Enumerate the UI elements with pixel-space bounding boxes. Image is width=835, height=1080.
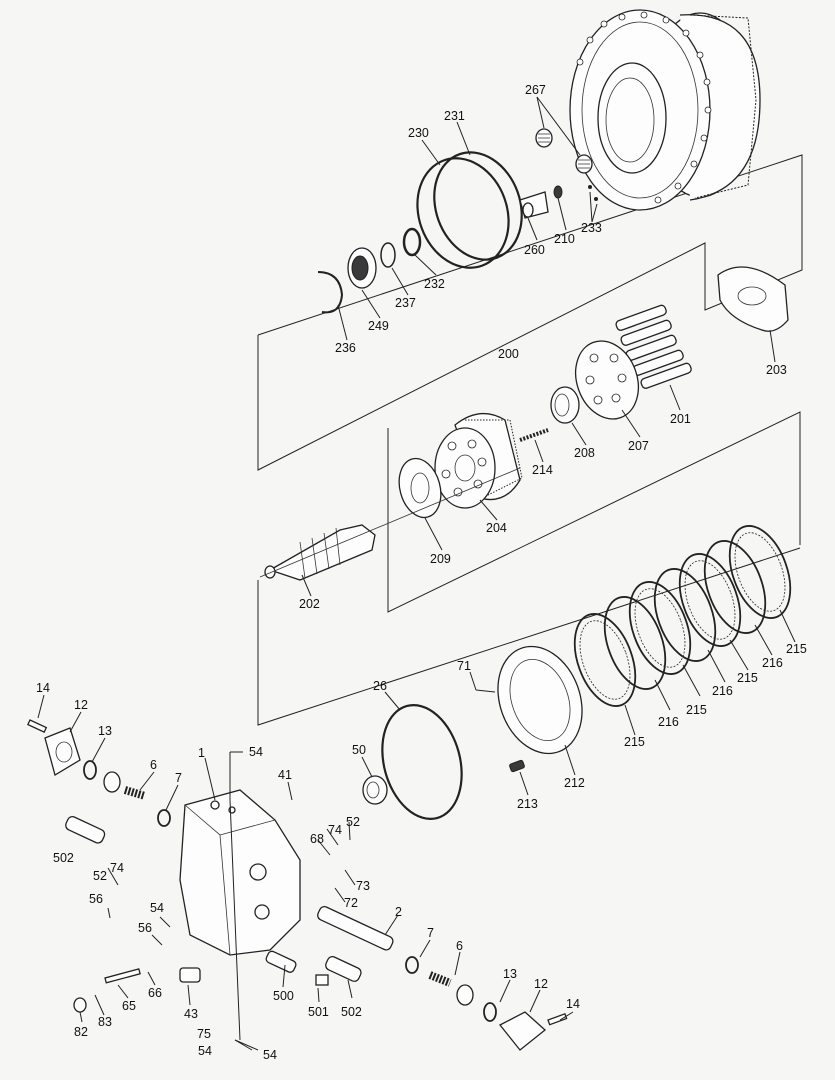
leader-lines [37, 96, 796, 1051]
cover-203 [717, 266, 789, 332]
ball-233b [594, 197, 598, 201]
label-232: 232 [424, 277, 445, 291]
ball-guide-208 [550, 386, 580, 424]
label-2: 2 [395, 905, 402, 919]
brake-piston-212 [497, 645, 583, 755]
label-7-top: 7 [175, 771, 182, 785]
label-233: 233 [581, 221, 602, 235]
label-201: 201 [670, 412, 691, 426]
group-box-middle [387, 411, 801, 613]
cylinder-block-204 [434, 413, 523, 509]
label-215-4: 215 [624, 735, 645, 749]
label-72: 72 [344, 896, 358, 910]
o-rings-230-231 [416, 151, 523, 269]
label-54-bottom-right: 54 [263, 1048, 277, 1062]
label-249: 249 [368, 319, 389, 333]
label-215-1: 215 [786, 642, 807, 656]
label-52-right: 52 [346, 815, 360, 829]
label-210: 210 [554, 232, 575, 246]
label-212: 212 [564, 776, 585, 790]
bearing-50 [362, 775, 388, 805]
label-12-bottom: 12 [534, 977, 548, 991]
label-230: 230 [408, 126, 429, 140]
label-43: 43 [184, 1007, 198, 1021]
label-14-top: 14 [36, 681, 50, 695]
label-65: 65 [122, 999, 136, 1013]
label-73: 73 [356, 879, 370, 893]
label-68: 68 [310, 832, 324, 846]
label-502-left: 502 [53, 851, 74, 865]
label-209: 209 [430, 552, 451, 566]
ball-233 [588, 185, 592, 189]
label-74-left: 74 [110, 861, 124, 875]
friction-plates [573, 525, 792, 707]
plug-267 [535, 128, 593, 174]
label-214: 214 [532, 463, 553, 477]
label-83: 83 [98, 1015, 112, 1029]
final-drive-housing [569, 9, 761, 211]
label-204: 204 [486, 521, 507, 535]
label-236: 236 [335, 341, 356, 355]
label-12-top: 12 [74, 698, 88, 712]
label-237: 237 [395, 296, 416, 310]
spring-213 [509, 759, 525, 773]
label-213: 213 [517, 797, 538, 811]
label-54-bottom-left: 54 [198, 1044, 212, 1058]
label-202: 202 [299, 597, 320, 611]
shaft-202 [259, 467, 521, 581]
label-56-mid: 56 [138, 921, 152, 935]
label-207: 207 [628, 439, 649, 453]
label-14-bottom: 14 [566, 997, 580, 1011]
label-52-left: 52 [93, 869, 107, 883]
label-260: 260 [524, 243, 545, 257]
label-6-bottom: 6 [456, 939, 463, 953]
motor-body-1 [179, 789, 301, 956]
label-215-3: 215 [686, 703, 707, 717]
label-75: 75 [197, 1027, 211, 1041]
label-56-left: 56 [89, 892, 103, 906]
label-216-3: 216 [658, 715, 679, 729]
spool-2 [317, 905, 394, 951]
plate-207 [575, 340, 639, 420]
label-82: 82 [74, 1025, 88, 1039]
label-74-right: 74 [328, 823, 342, 837]
rings-upper [317, 227, 422, 314]
spring-214 [519, 428, 549, 442]
label-200: 200 [498, 347, 519, 361]
label-231: 231 [444, 109, 465, 123]
label-1: 1 [198, 746, 205, 760]
label-50: 50 [352, 743, 366, 757]
label-71: 71 [457, 659, 471, 673]
label-26: 26 [373, 679, 387, 693]
bushing-260-210 [519, 185, 563, 219]
label-7-bottom: 7 [427, 926, 434, 940]
label-502-bottom: 502 [341, 1005, 362, 1019]
label-216-1: 216 [762, 656, 783, 670]
label-54-mid: 54 [150, 901, 164, 915]
label-13-top: 13 [98, 724, 112, 738]
label-66: 66 [148, 986, 162, 1000]
lower-parts [73, 950, 568, 1051]
label-13-bottom: 13 [503, 967, 517, 981]
label-41: 41 [278, 768, 292, 782]
label-203: 203 [766, 363, 787, 377]
label-208: 208 [574, 446, 595, 460]
part-labels: 267 231 230 210 233 260 232 237 249 236 … [36, 83, 807, 1062]
label-216-2: 216 [712, 684, 733, 698]
left-parts [27, 719, 171, 844]
o-ring-26 [381, 704, 463, 820]
valve-plate-209 [398, 457, 442, 519]
group-box-upper [257, 154, 803, 471]
label-215-2: 215 [737, 671, 758, 685]
group-box-lower [257, 547, 801, 726]
label-501: 501 [308, 1005, 329, 1019]
label-267: 267 [525, 83, 546, 97]
label-6-top: 6 [150, 758, 157, 772]
label-54-top: 54 [249, 745, 263, 759]
label-500: 500 [273, 989, 294, 1003]
